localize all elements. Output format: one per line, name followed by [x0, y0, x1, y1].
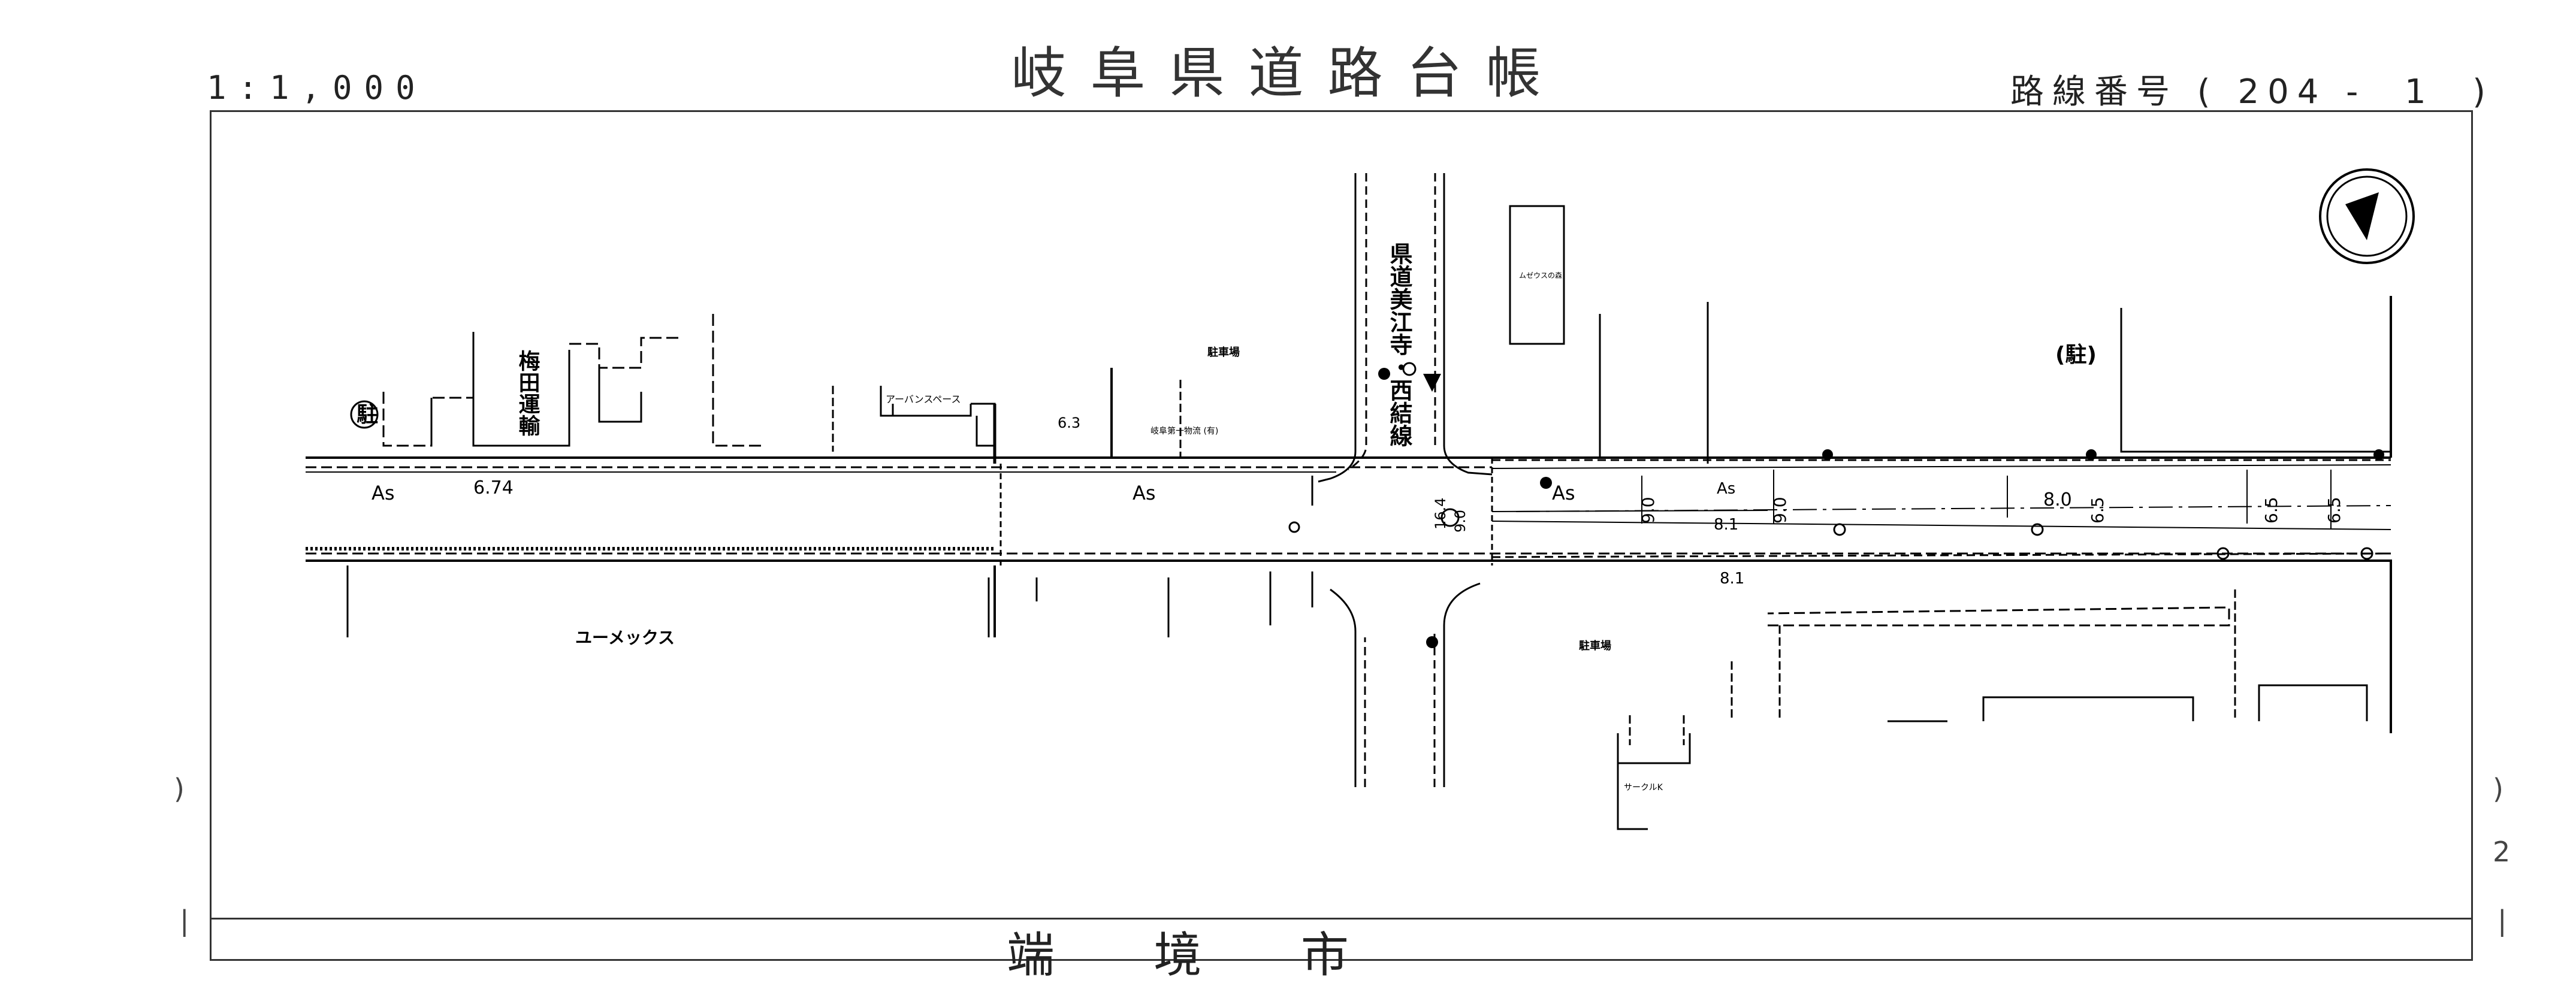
width-9-0-c: 9.0 [1452, 510, 1469, 533]
width-8-1-a: 8.1 [1714, 516, 1738, 534]
width-9-0-b: 9.0 [1770, 497, 1790, 524]
width-8-1-b: 8.1 [1720, 570, 1744, 588]
right-margin-mark-3: | [2498, 905, 2507, 937]
label-umex: ユーメックス [575, 628, 675, 648]
bottom-fragment: 端 境 市 [1007, 927, 1391, 983]
surface-as-3: As [1552, 482, 1575, 504]
width-6-5-a: 6.5 [2088, 497, 2107, 524]
map-scale: 1:1,000 [207, 69, 427, 107]
surface-as-2: As [1133, 482, 1156, 504]
width-9-0-a: 9.0 [1638, 497, 1658, 524]
label-circle-k: サークルK [1624, 783, 1663, 793]
right-margin-mark-1: ) [2493, 773, 2503, 805]
label-pref-road: 県道美江寺・西結線 [1386, 242, 1412, 447]
label-parking-2: 駐車場 [1579, 639, 1611, 652]
width-6-74: 6.74 [473, 477, 514, 498]
label-gifu-butsuryu: 岐阜第一物流 (有) [1150, 426, 1218, 436]
right-margin-mark-2: 2 [2493, 836, 2511, 868]
route-number: 路線番号 ( 204 - 1 ) [2010, 72, 2495, 111]
label-parking-1: 駐車場 [1207, 346, 1240, 359]
page-title: 岐阜県道路台帳 [1011, 41, 1565, 105]
surface-as-4: As [1717, 480, 1735, 498]
width-6-3: 6.3 [1058, 415, 1080, 431]
north-arrow-icon [2319, 168, 2415, 264]
parking-symbol-right: (駐) [2055, 343, 2097, 367]
bottom-frame-line [210, 918, 2473, 920]
width-16-4: 16.4 [1432, 498, 1449, 530]
width-6-5-c: 6.5 [2324, 497, 2344, 524]
surface-as-1: As [372, 482, 395, 504]
road-map: 駐 (駐) 梅田運輸 アーバンスペース ユーメックス 岐阜第一物流 (有) 駐車… [306, 168, 2415, 830]
left-margin-mark-2: | [180, 905, 189, 937]
label-umeda: 梅田運輸 [515, 350, 540, 436]
width-8-0: 8.0 [2043, 489, 2072, 510]
width-6-5-b: 6.5 [2261, 497, 2281, 524]
label-urban-space: アーバンスペース [886, 394, 961, 405]
left-margin-mark-1: ) [174, 773, 185, 805]
label-muzeus: ムゼウスの森 [1519, 271, 1562, 280]
